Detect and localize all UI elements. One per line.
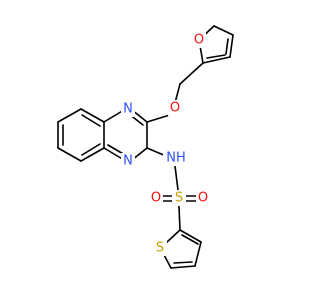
- thiophene-sulfur-atom: S: [153, 240, 167, 256]
- atom-labels: O O N N NH S O O: [121, 32, 210, 256]
- bond-thio-c2-c3-double: [181, 234, 199, 245]
- bond-n4-c4a: [103, 109, 125, 123]
- amide-nh-label: NH: [166, 151, 186, 166]
- quinoxaline-n4-atom: N: [121, 101, 135, 117]
- bond-c8a-n1: [103, 147, 125, 161]
- sulfonyl-oxygen-left-label: O: [151, 191, 161, 206]
- bond-c7-c8: [57, 147, 82, 162]
- bond-ch2-ether-o: [174, 83, 181, 104]
- bonds: [57, 25, 234, 269]
- molecule-structure-diagram: O O N N NH S O O: [57, 25, 234, 269]
- bond-furan-c1-c2: [213, 25, 234, 36]
- bond-c8-c8a: [80, 147, 105, 162]
- furan-oxygen-atom: O: [192, 32, 206, 48]
- bond-s-thiophene: [178, 205, 181, 231]
- quinoxaline-n4-label: N: [123, 102, 133, 117]
- ether-oxygen-label: O: [170, 101, 180, 116]
- sulfonyl-sulfur-label: S: [175, 191, 183, 206]
- bond-nh-s: [174, 165, 179, 191]
- bond-thio-c3-c4: [194, 241, 202, 267]
- ether-oxygen-atom: O: [168, 100, 182, 116]
- sulfonyl-oxygen-right-atom: O: [196, 190, 210, 206]
- sulfonyl-oxygen-right-label: O: [198, 191, 208, 206]
- amide-nh-atom: NH: [163, 150, 189, 166]
- bond-c2-nh: [146, 147, 167, 157]
- bond-furan-ch2: [179, 62, 204, 85]
- bond-furan-c2-c3: [229, 34, 234, 58]
- bond-c4a-c5: [80, 108, 105, 123]
- bond-furan-c4-c5-double: [206, 54, 226, 59]
- sulfonyl-oxygen-left-atom: O: [149, 190, 163, 206]
- bond-thio-c2-c3: [179, 229, 202, 243]
- bond-thio-s-c2: [165, 229, 181, 244]
- quinoxaline-n1-atom: N: [121, 153, 135, 169]
- quinoxaline-n1-label: N: [123, 154, 133, 169]
- thiophene-sulfur-label: S: [156, 241, 164, 256]
- sulfonyl-sulfur-atom: S: [172, 190, 186, 206]
- bond-c8-c8a-double: [81, 143, 101, 156]
- bond-furan-c2-c3-double: [225, 38, 229, 55]
- bond-thio-c4-c5: [170, 265, 196, 269]
- bond-c5-c6: [57, 108, 82, 123]
- bond-c4a-c5-double: [81, 114, 101, 127]
- bond-thio-c4-c5-double: [173, 261, 193, 264]
- furan-oxygen-label: O: [194, 33, 204, 48]
- bond-furan-c3-c4: [202, 56, 231, 64]
